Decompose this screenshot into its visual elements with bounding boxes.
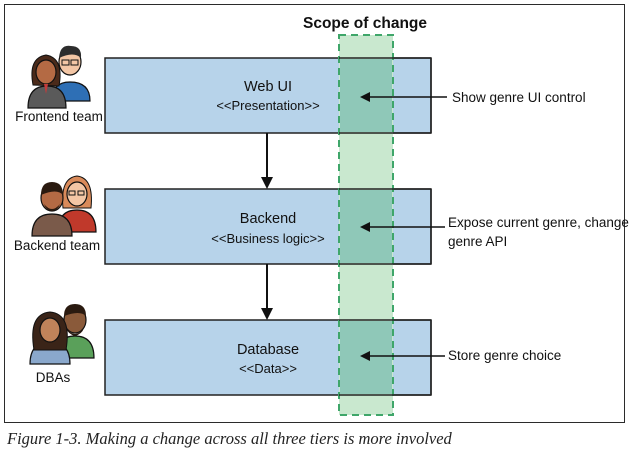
tier-database-stereotype: <<Data>> <box>239 361 297 376</box>
change-pointer-web-ui: Show genre UI control <box>360 90 586 105</box>
change-label-database: Store genre choice <box>448 348 561 363</box>
change-pointer-backend: Expose current genre, change genre API <box>360 215 629 249</box>
tier-web-ui-name: Web UI <box>244 79 292 95</box>
backend-team-icon <box>31 175 97 237</box>
tier-web-ui-stereotype: <<Presentation>> <box>216 98 319 113</box>
team-label-backend: Backend team <box>14 238 100 253</box>
frontend-team-icon <box>27 45 91 109</box>
scope-of-change-title: Scope of change <box>303 15 427 32</box>
change-label-web-ui: Show genre UI control <box>452 90 586 105</box>
team-label-dbas: DBAs <box>36 370 71 385</box>
change-label-backend-line1: Expose current genre, change <box>448 215 629 230</box>
tier-database-name: Database <box>237 342 299 358</box>
tier-backend-name: Backend <box>240 211 296 227</box>
change-label-backend-line2: genre API <box>448 234 507 249</box>
figure-caption: Figure 1-3. Making a change across all t… <box>7 429 452 448</box>
tier-backend-stereotype: <<Business logic>> <box>211 231 324 246</box>
dbas-team-icon <box>29 304 95 365</box>
change-pointer-database: Store genre choice <box>360 348 561 363</box>
architecture-diagram: Web UI <<Presentation>> Backend <<Busine… <box>14 15 629 416</box>
team-label-frontend: Frontend team <box>15 109 103 124</box>
